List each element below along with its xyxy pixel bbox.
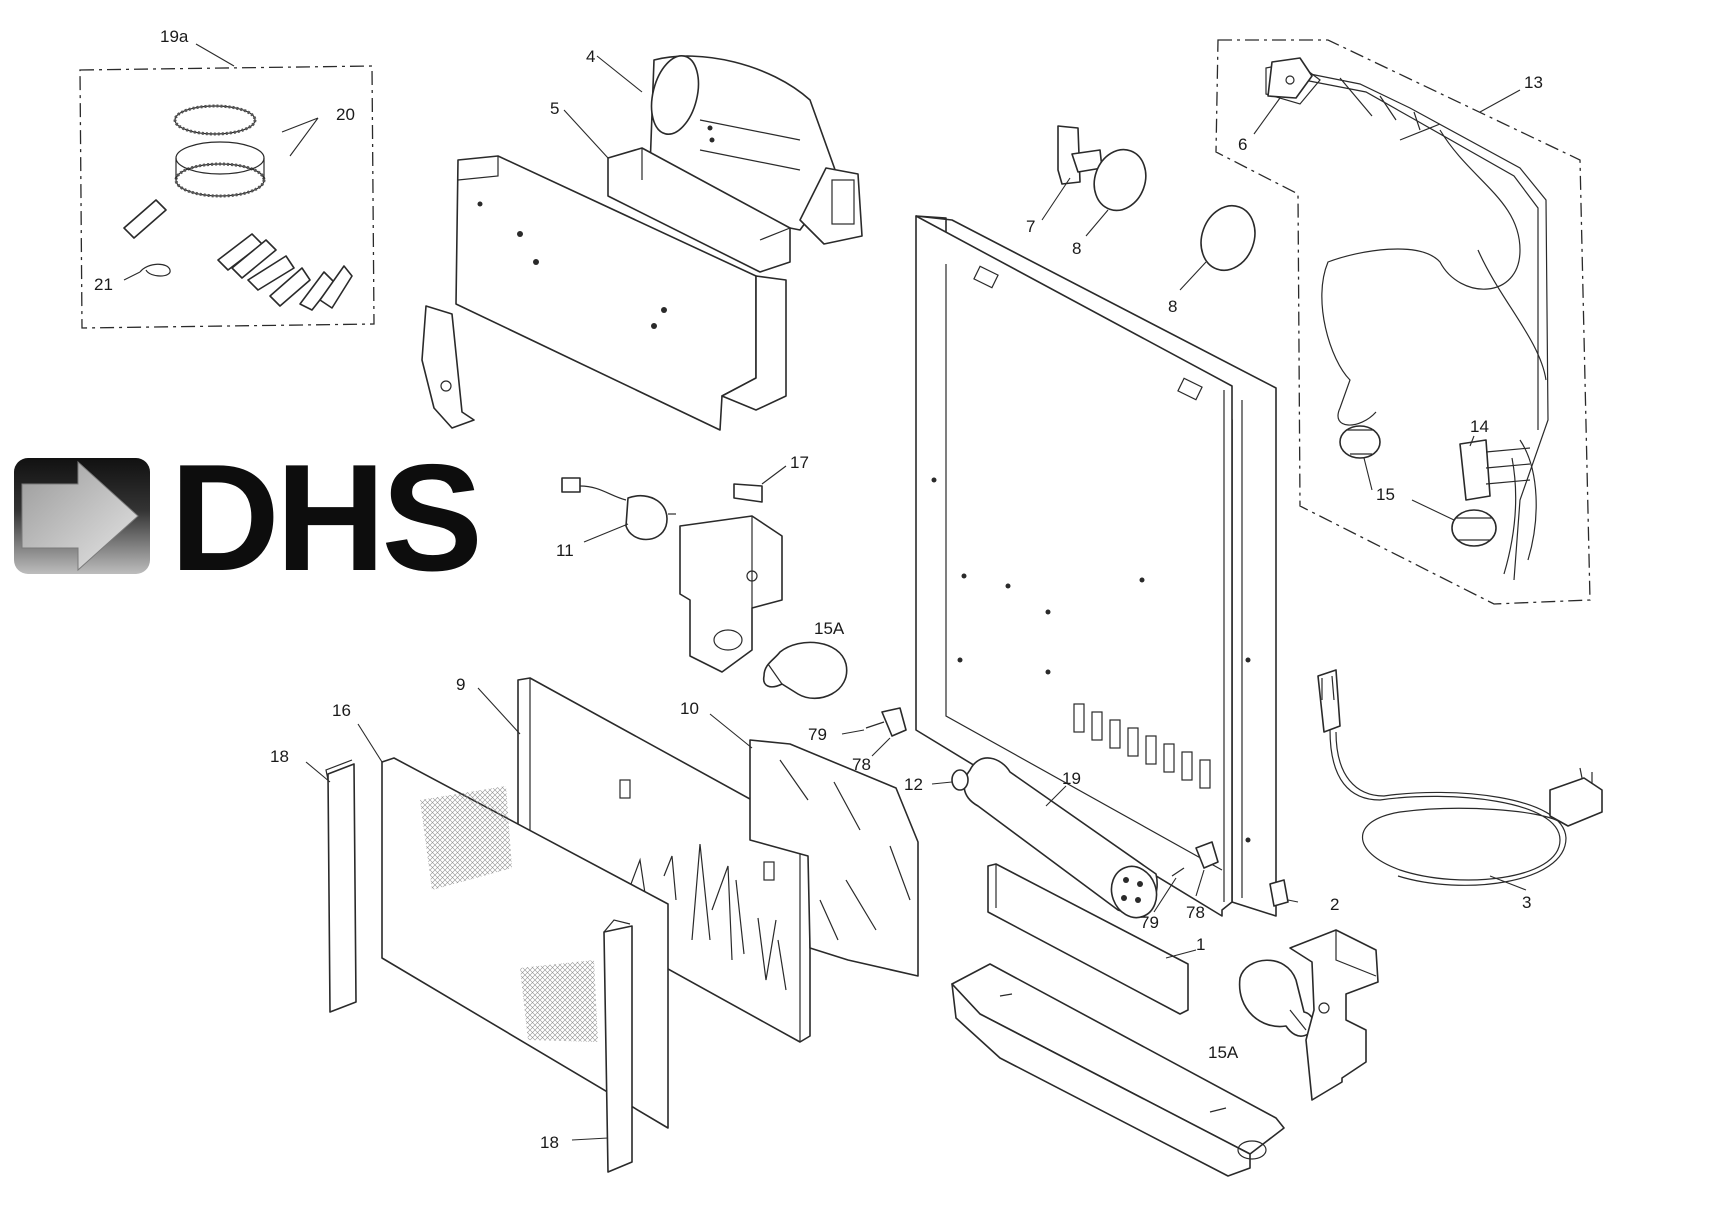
side-strip-18-right: 18 bbox=[540, 919, 633, 1173]
label-9: 9 bbox=[456, 675, 465, 694]
label-19: 19 bbox=[1062, 769, 1081, 788]
fan-assembly: 4 5 bbox=[550, 47, 863, 273]
switch-7: 7 bbox=[1026, 125, 1103, 236]
label-21: 21 bbox=[94, 275, 113, 294]
plug-icon bbox=[1549, 777, 1603, 827]
label-79-upper: 79 bbox=[808, 725, 827, 744]
label-10: 10 bbox=[680, 699, 699, 718]
label-15A-lower: 15A bbox=[1208, 1043, 1239, 1062]
back-panel-face bbox=[915, 215, 1233, 917]
label-14: 14 bbox=[1470, 417, 1489, 436]
label-5: 5 bbox=[550, 99, 559, 118]
label-2: 2 bbox=[1330, 895, 1339, 914]
lamp-bracket-lower bbox=[1289, 929, 1379, 1101]
label-12: 12 bbox=[904, 775, 923, 794]
label-8-upper: 8 bbox=[1072, 239, 1081, 258]
arrow-icon bbox=[21, 460, 139, 572]
lampholder-icon bbox=[1339, 425, 1381, 459]
accessory-kit-19a: 19a 20 21 bbox=[79, 27, 375, 329]
cable-connector bbox=[1317, 669, 1341, 733]
label-78-upper: 78 bbox=[852, 755, 871, 774]
base-tray bbox=[951, 963, 1285, 1177]
lamp-15A-lower: 15A bbox=[1208, 959, 1315, 1062]
label-18-upper: 18 bbox=[270, 747, 289, 766]
label-18-lower: 18 bbox=[540, 1133, 559, 1152]
kit-boundary bbox=[79, 65, 375, 329]
burner-tube-19: 19 bbox=[963, 757, 1158, 919]
thermostat-switch bbox=[1459, 439, 1491, 501]
clip-icon bbox=[139, 263, 171, 277]
grommet-12: 12 bbox=[904, 769, 969, 794]
label-6: 6 bbox=[1238, 135, 1247, 154]
lamp-15A-upper: 15A bbox=[762, 619, 848, 699]
connector-2: 2 bbox=[1269, 879, 1339, 914]
log-piece-icon bbox=[123, 199, 167, 239]
fan-motor bbox=[799, 167, 863, 245]
label-7: 7 bbox=[1026, 217, 1035, 236]
back-panel bbox=[915, 215, 1277, 917]
disc-8-lower: 8 bbox=[1168, 204, 1256, 316]
label-79-lower: 79 bbox=[1140, 913, 1159, 932]
dhs-logo: DHS bbox=[14, 433, 483, 603]
panel-10: 10 bbox=[680, 699, 919, 977]
connector-block bbox=[1267, 57, 1313, 99]
disc-8-upper: 8 bbox=[1072, 148, 1147, 258]
lamp-bracket-upper bbox=[679, 515, 783, 673]
harness-boundary bbox=[1215, 39, 1591, 605]
deflector-1: 1 bbox=[987, 863, 1205, 1015]
bulb-icon bbox=[1238, 959, 1315, 1037]
side-strip-18-left: 18 bbox=[270, 747, 357, 1013]
clip-78-79-upper: 79 78 bbox=[808, 707, 907, 774]
label-16: 16 bbox=[332, 701, 351, 720]
label-3: 3 bbox=[1522, 893, 1531, 912]
label-8-lower: 8 bbox=[1168, 297, 1177, 316]
label-15A-upper: 15A bbox=[814, 619, 845, 638]
wiring-harness-13: 6 13 14 15 bbox=[1215, 39, 1591, 605]
label-1: 1 bbox=[1196, 935, 1205, 954]
lampholder-icon bbox=[1451, 509, 1497, 547]
label-19a: 19a bbox=[160, 27, 189, 46]
clip-78-79-lower: 79 78 bbox=[1140, 841, 1219, 932]
item-17: 17 bbox=[733, 453, 809, 503]
panel-10-face bbox=[749, 739, 919, 977]
label-4: 4 bbox=[586, 47, 595, 66]
panel-16: 16 bbox=[332, 701, 669, 1129]
bulb-icon bbox=[762, 641, 848, 699]
vent-slots bbox=[1073, 703, 1211, 789]
label-15: 15 bbox=[1376, 485, 1395, 504]
mains-cable-3: 3 bbox=[1317, 669, 1603, 912]
logo-text: DHS bbox=[170, 433, 479, 603]
mounting-bracket bbox=[421, 305, 475, 429]
motor-11: 11 bbox=[556, 477, 676, 560]
label-20: 20 bbox=[336, 105, 355, 124]
label-17: 17 bbox=[790, 453, 809, 472]
top-housing bbox=[421, 155, 787, 431]
label-11: 11 bbox=[556, 541, 574, 560]
label-13: 13 bbox=[1524, 73, 1543, 92]
label-78-lower: 78 bbox=[1186, 903, 1205, 922]
